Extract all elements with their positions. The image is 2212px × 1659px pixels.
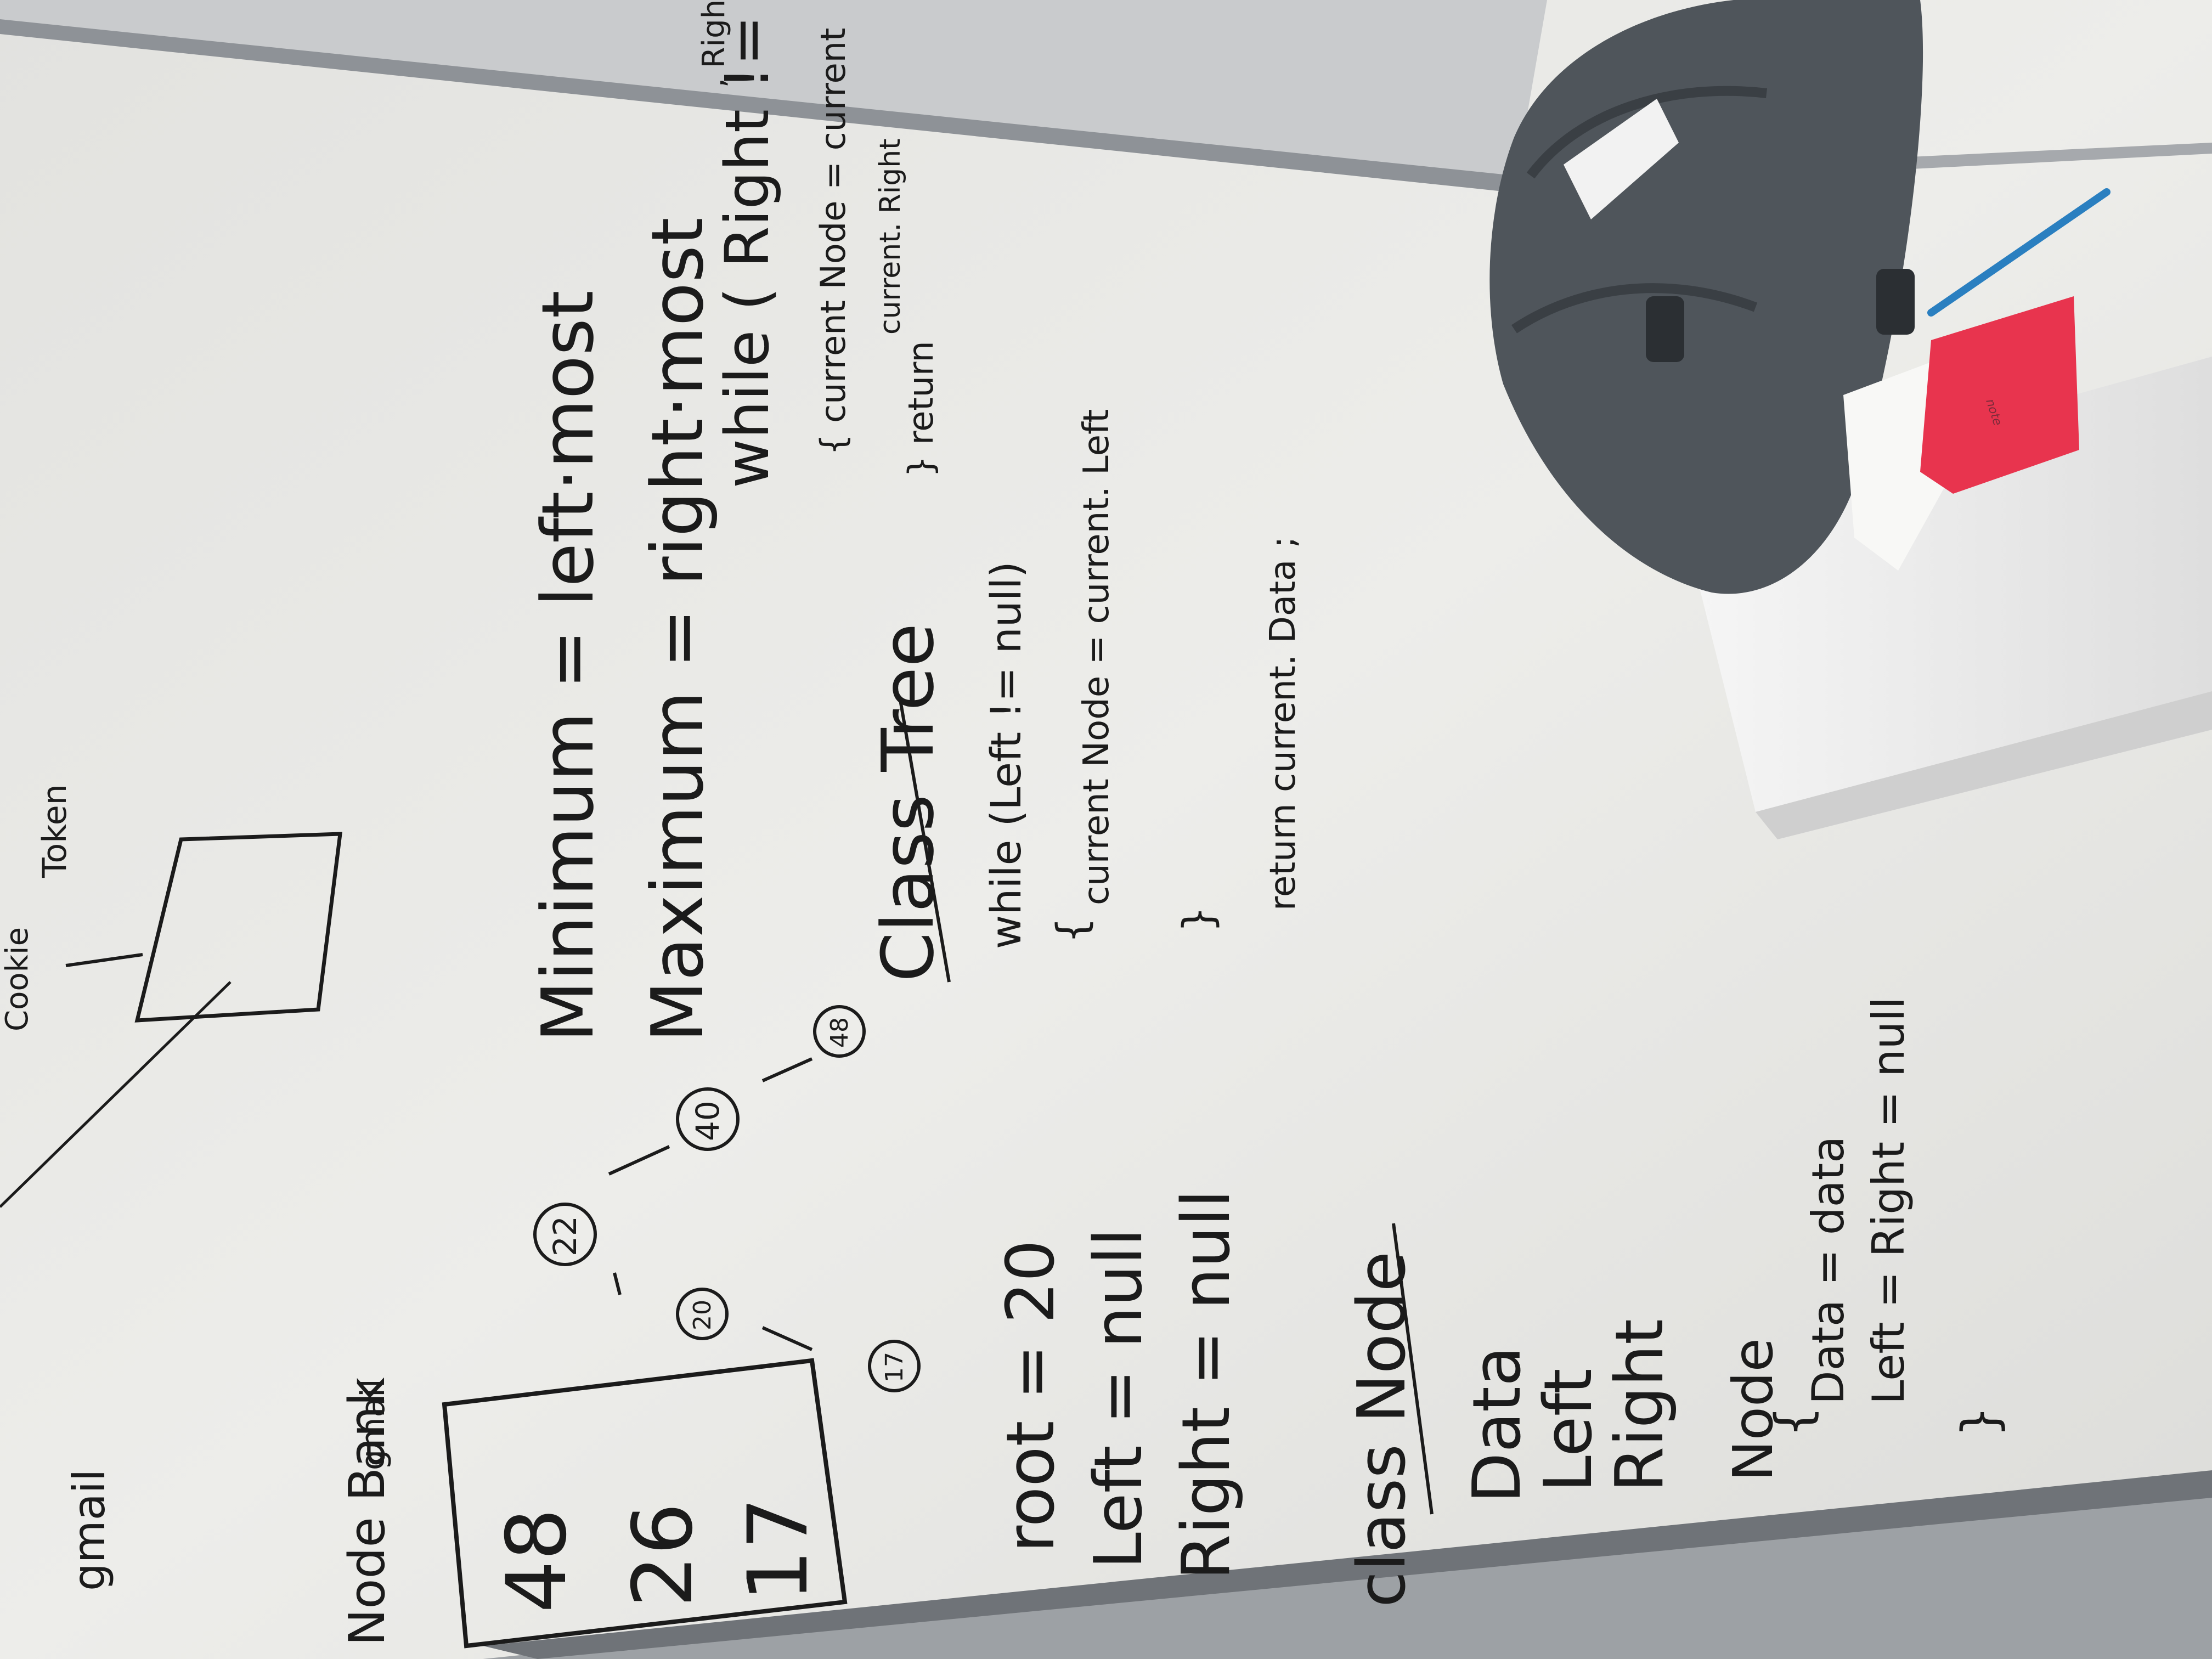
assign-data-line: Data = data — [1803, 1136, 1854, 1404]
while-right-block: while ( Right != null) { current Node = … — [696, 0, 941, 488]
while-left-line: while (Left != null) — [981, 561, 1030, 949]
root-value: root = 20 — [993, 1240, 1069, 1553]
tree-node-label: 20 — [689, 1300, 716, 1330]
right-value: Right = null — [1169, 1189, 1245, 1580]
node-bank-value: 48 — [489, 1508, 585, 1613]
ctor-label: Node — [1721, 1338, 1785, 1481]
arrow-line — [65, 953, 143, 967]
current-node-left-line: current Node = current. Left — [1076, 409, 1117, 905]
left-value: Left = null — [1081, 1228, 1157, 1569]
current-right-line: current. Right — [874, 138, 907, 335]
tree-edge — [608, 1145, 670, 1176]
tree-node — [533, 1203, 597, 1266]
node-bank-value: 17 — [731, 1497, 826, 1602]
token-label: Token — [36, 784, 74, 878]
current-node-line: { current Node = current — [813, 28, 853, 455]
assign-lr-line: Left = Right = null — [1863, 997, 1914, 1404]
brace: { — [1047, 917, 1096, 944]
gmail-label: gmail — [64, 1469, 115, 1591]
field-data: Data — [1459, 1346, 1536, 1503]
node-bank: Node Bank gmail 48 26 17 — [338, 1358, 848, 1649]
tree-edge — [613, 1272, 622, 1295]
tree-node-label: 22 — [546, 1216, 584, 1256]
maximum-line: Maximum = right·most — [636, 217, 719, 1042]
tree-edge — [761, 1326, 813, 1351]
tree-node — [868, 1340, 921, 1392]
node-bank-box — [442, 1358, 848, 1649]
brace: } — [1173, 906, 1222, 933]
top-left-sketch: gmail Cookie Token — [0, 784, 342, 1591]
tree-node-label: 40 — [689, 1101, 726, 1141]
token-box — [134, 832, 342, 1023]
minimum-line: Minimum = left·most — [526, 290, 610, 1042]
node-bank-tag: gmail — [354, 1379, 392, 1470]
brace: { — [1765, 1406, 1822, 1437]
arrow-line — [0, 981, 232, 1208]
return-line: return current. Data ; — [1263, 537, 1304, 911]
tree-node — [676, 1087, 740, 1151]
brace: } — [1951, 1406, 2009, 1437]
class-node-title: class Node — [1344, 1251, 1420, 1607]
title-underline — [1392, 1223, 1434, 1515]
while-right-line: while ( Right != null) — [712, 0, 782, 488]
edge-text: , Right — [696, 0, 732, 88]
min-max: Minimum = left·most Maximum = right·most — [526, 217, 719, 1042]
tree-diagram: 22 40 48 20 17 — [533, 1005, 921, 1392]
pen — [1927, 188, 2111, 317]
field-right: Right — [1602, 1319, 1678, 1492]
title-underline — [898, 696, 951, 983]
tree-node-label: 48 — [826, 1017, 854, 1048]
sticky-note: note — [1920, 296, 2079, 494]
tree-node-label: 17 — [881, 1352, 909, 1383]
field-values: root = 20 Left = null Right = null — [993, 1189, 1245, 1580]
tree-edge — [761, 1057, 813, 1082]
class-node-block: class Node Data Left Right Node { Data =… — [1344, 997, 2009, 1607]
cookie-label: Cookie — [0, 927, 35, 1031]
class-tree-block: Class Tree while (Left != null) { curren… — [866, 409, 1304, 983]
tree-node — [676, 1288, 729, 1340]
node-bank-value: 26 — [616, 1503, 711, 1607]
tree-node — [813, 1005, 866, 1058]
return-line: } return — [901, 341, 941, 477]
node-bank-title: Node Bank — [338, 1377, 396, 1646]
bag — [1489, 0, 1923, 594]
field-left: Left — [1531, 1368, 1607, 1492]
class-tree-title: Class Tree — [866, 623, 950, 982]
